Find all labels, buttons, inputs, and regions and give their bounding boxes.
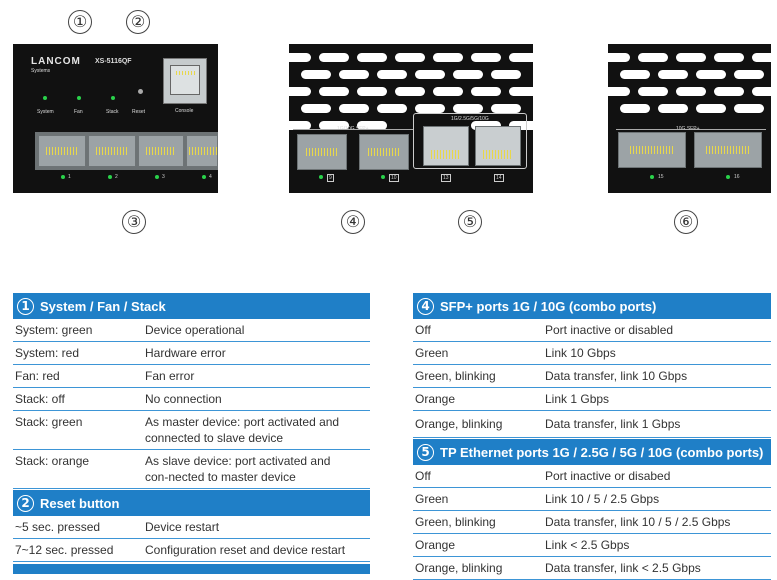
port-led-2	[108, 175, 112, 179]
port-number-1: 1	[68, 174, 71, 180]
sfp-port-2[interactable]	[88, 135, 136, 167]
device-panel-left: LANCOM Systems XS-5116QF System Fan Stac…	[13, 44, 218, 193]
section-header-cut-off	[13, 564, 370, 574]
tp-port-13[interactable]	[423, 126, 469, 166]
reset-button[interactable]	[138, 89, 143, 94]
port-led-1	[61, 175, 65, 179]
port-number-16: 16	[734, 174, 740, 180]
system-led	[43, 96, 47, 100]
port-number-2: 2	[115, 174, 118, 180]
callout-6: ⑥	[674, 210, 698, 234]
port-number-9: 9	[327, 174, 334, 182]
port-led-16	[726, 175, 730, 179]
tp-group-label: 1G/2.5G/5G/10G	[451, 116, 489, 122]
sfp-port-16[interactable]	[694, 132, 762, 168]
sfp-port-1[interactable]	[38, 135, 86, 167]
fan-led-label: Fan	[74, 109, 83, 115]
fan-led	[77, 96, 81, 100]
port-number-15: 15	[658, 174, 664, 180]
port-led-4	[202, 175, 206, 179]
device-panel-right: 10G SFP+ 15 16	[608, 44, 771, 193]
brand-subtitle: Systems	[31, 68, 51, 74]
console-port[interactable]	[163, 58, 207, 104]
port-led-3	[155, 175, 159, 179]
port-led-15	[650, 175, 654, 179]
model-label: XS-5116QF	[95, 58, 132, 65]
reset-label: Reset	[132, 109, 146, 115]
port-number-14: 14	[494, 174, 504, 182]
callout-1: ①	[68, 10, 92, 34]
sfp-port-4[interactable]	[186, 135, 218, 167]
sfp-port-10[interactable]	[359, 134, 409, 170]
port-number-10: 10	[389, 174, 399, 182]
sfp-port-9[interactable]	[297, 134, 347, 170]
callout-2: ②	[126, 10, 150, 34]
brand-logo: LANCOM	[31, 56, 81, 67]
sfp-port-15[interactable]	[618, 132, 686, 168]
tp-port-14[interactable]	[475, 126, 521, 166]
device-panel-middle: 1G/10G SFP+ 1G/2.5G/5G/10G 9 10 13 14	[289, 44, 533, 193]
console-label: Console	[175, 108, 194, 114]
port-number-13: 13	[441, 174, 451, 182]
system-led-label: System	[37, 109, 54, 115]
callout-3: ③	[122, 210, 146, 234]
sfp-port-3[interactable]	[138, 135, 184, 167]
port-number-3: 3	[162, 174, 165, 180]
port-number-4: 4	[209, 174, 212, 180]
callout-4: ④	[341, 210, 365, 234]
callout-5: ⑤	[458, 210, 482, 234]
port-led-9	[319, 175, 323, 179]
stack-led	[111, 96, 115, 100]
stack-led-label: Stack	[106, 109, 119, 115]
port-led-10	[381, 175, 385, 179]
